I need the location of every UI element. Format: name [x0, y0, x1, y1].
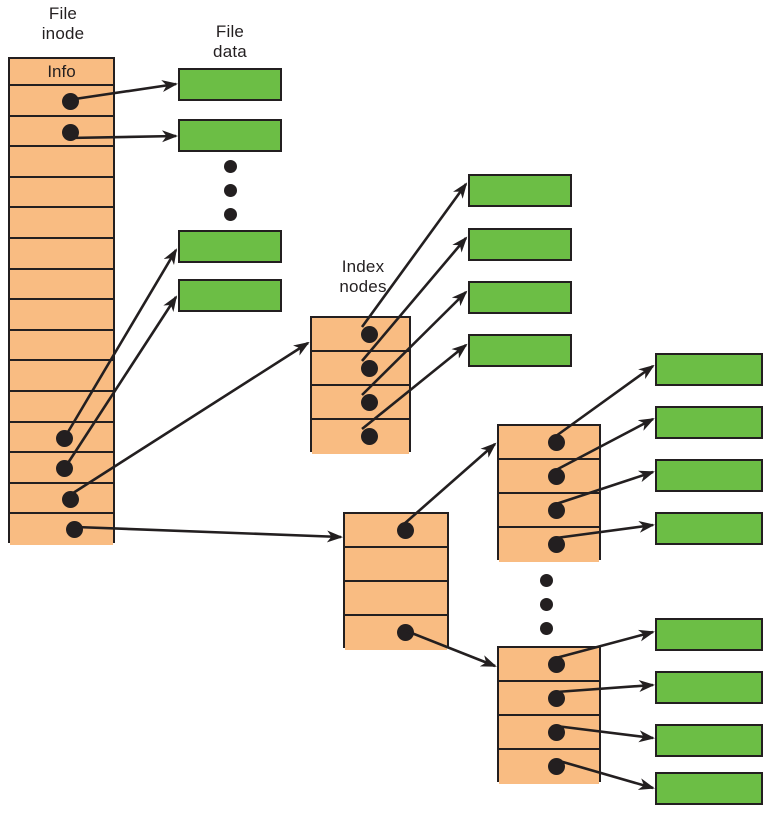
- arrow-inode1-data1: [67, 80, 178, 102]
- pointer-dot: [62, 123, 79, 141]
- pointer-dot: [62, 490, 79, 508]
- index-node-double-indirect-child-last[interactable]: [497, 646, 601, 784]
- label-file-inode: File inode: [41, 4, 85, 43]
- pointer-dot: [548, 502, 565, 519]
- arrow-idx3row1-data1: [555, 364, 655, 438]
- arrow-idx4row1-data1: [555, 629, 655, 660]
- pointer-dot: [361, 394, 378, 411]
- pointer-dot: [548, 536, 565, 553]
- index-node-4-data-block-3[interactable]: [655, 724, 763, 757]
- label-file-data: File data: [213, 22, 247, 61]
- inode-row-11[interactable]: [10, 391, 113, 423]
- index-node-1-data-block-3[interactable]: [468, 281, 572, 314]
- file-data-ellipsis-dot-1: [224, 160, 237, 173]
- inode-row-3[interactable]: [10, 147, 113, 178]
- index-node-4-data-block-1[interactable]: [655, 618, 763, 651]
- arrow-idx1row4-data4: [361, 343, 468, 431]
- arrow-idx3row3-data3: [555, 470, 655, 506]
- index-node-1-data-block-1[interactable]: [468, 174, 572, 207]
- inode-row-7[interactable]: [10, 269, 113, 301]
- pointer-dot: [548, 434, 565, 451]
- index-node-children-ellipsis-dot-3: [540, 622, 553, 635]
- pointer-dot: [548, 690, 565, 707]
- inode-row-12[interactable]: [10, 422, 113, 454]
- arrow-inode13-data4: [66, 295, 178, 464]
- arrow-idx3row2-data2: [555, 417, 655, 472]
- index-node-3-row-3[interactable]: [499, 494, 599, 528]
- index-node-1-row-1[interactable]: [312, 318, 409, 352]
- inode-info-cell: Info: [10, 59, 113, 86]
- arrow-inode15-indexnode2: [75, 525, 343, 543]
- file-data-block-4[interactable]: [178, 279, 282, 312]
- index-node-3-row-1[interactable]: [499, 426, 599, 460]
- arrow-inode14-indexnode1: [69, 341, 310, 497]
- inode-row-8[interactable]: [10, 300, 113, 331]
- index-node-4-data-block-2[interactable]: [655, 671, 763, 704]
- file-inode[interactable]: Info: [8, 57, 115, 545]
- pointer-dot: [548, 468, 565, 485]
- file-data-block-1[interactable]: [178, 68, 282, 101]
- file-data-ellipsis-dot-2: [224, 184, 237, 197]
- arrow-idx4row4-data4: [555, 758, 655, 790]
- pointer-dot: [548, 656, 565, 673]
- index-node-3-data-block-2[interactable]: [655, 406, 763, 439]
- inode-row-5[interactable]: [10, 208, 113, 239]
- inode-row-1[interactable]: [10, 86, 113, 117]
- arrow-idx2row1-child1: [403, 442, 497, 525]
- pointer-dot: [397, 522, 414, 539]
- arrow-idx4row2-data2: [555, 680, 655, 694]
- inode-row-4[interactable]: [10, 177, 113, 209]
- index-node-2-row-4[interactable]: [345, 616, 447, 650]
- inode-row-14[interactable]: [10, 483, 113, 515]
- arrow-idx4row3-data3: [555, 724, 655, 743]
- index-node-single-indirect[interactable]: [310, 316, 411, 454]
- file-data-ellipsis-dot-3: [224, 208, 237, 221]
- index-node-3-data-block-4[interactable]: [655, 512, 763, 545]
- inode-row-6[interactable]: [10, 238, 113, 270]
- index-node-2-row-1[interactable]: [345, 514, 447, 548]
- index-node-4-data-block-4[interactable]: [655, 772, 763, 805]
- inode-row-15[interactable]: [10, 514, 113, 545]
- index-node-double-indirect[interactable]: [343, 512, 449, 650]
- index-node-3-row-2[interactable]: [499, 460, 599, 494]
- arrow-idx1row1-data1: [360, 182, 468, 328]
- pointer-dot: [361, 326, 378, 343]
- index-node-3-data-block-1[interactable]: [655, 353, 763, 386]
- index-node-children-ellipsis-dot-2: [540, 598, 553, 611]
- arrow-idx1row3-data3: [361, 290, 468, 396]
- inode-row-2[interactable]: [10, 116, 113, 148]
- pointer-dot: [66, 521, 83, 539]
- index-node-1-data-block-2[interactable]: [468, 228, 572, 261]
- index-node-1-data-block-4[interactable]: [468, 334, 572, 367]
- pointer-dot: [56, 460, 73, 478]
- index-node-children-ellipsis-dot-1: [540, 574, 553, 587]
- index-node-2-row-2[interactable]: [345, 548, 447, 582]
- inode-row-9[interactable]: [10, 330, 113, 362]
- arrow-idx1row2-data2: [361, 236, 468, 362]
- arrow-idx3row4-data4: [555, 520, 655, 540]
- arrow-idx2row4-child2: [403, 628, 497, 668]
- index-node-3-data-block-3[interactable]: [655, 459, 763, 492]
- index-node-4-row-1[interactable]: [499, 648, 599, 682]
- pointer-dot: [62, 93, 79, 110]
- arrow-inode2-data2: [67, 130, 178, 143]
- index-node-double-indirect-child-first[interactable]: [497, 424, 601, 562]
- pointer-dot: [361, 428, 378, 445]
- file-data-block-2[interactable]: [178, 119, 282, 152]
- pointer-dot: [56, 429, 73, 447]
- index-node-1-row-2[interactable]: [312, 352, 409, 386]
- index-node-4-row-2[interactable]: [499, 682, 599, 716]
- arrow-inode12-data3: [66, 248, 178, 433]
- label-index-nodes: Index nodes: [339, 257, 387, 296]
- index-node-1-row-4[interactable]: [312, 420, 409, 454]
- pointer-dot: [361, 360, 378, 377]
- pointer-dot: [548, 724, 565, 741]
- index-node-4-row-3[interactable]: [499, 716, 599, 750]
- pointer-dot: [397, 624, 414, 641]
- file-data-block-3[interactable]: [178, 230, 282, 263]
- index-node-2-row-3[interactable]: [345, 582, 447, 616]
